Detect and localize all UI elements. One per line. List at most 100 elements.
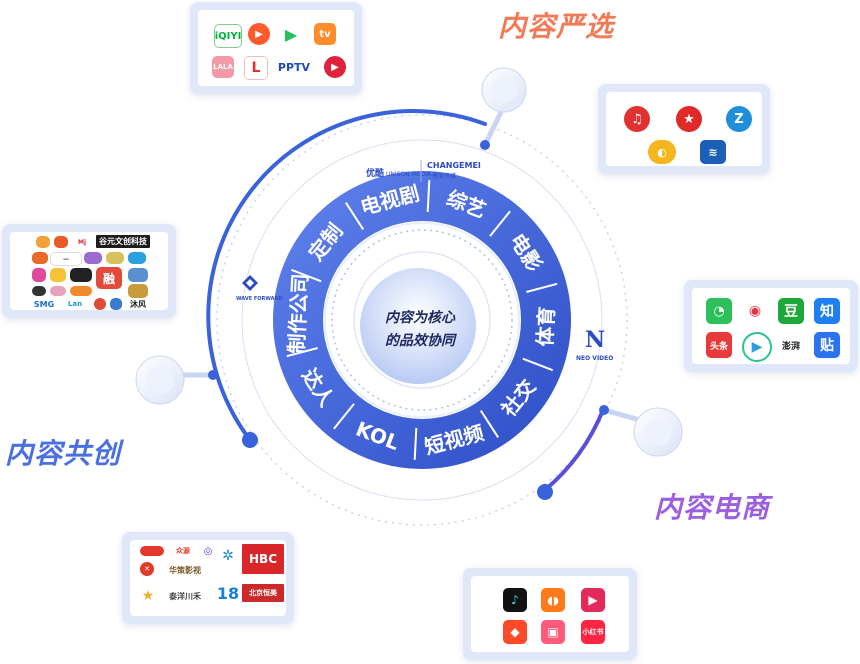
prod-logo-6: ✕ (140, 562, 154, 576)
card-studios: Mj 谷元文创科技 — 融 SMG Lan 沐风 (2, 224, 176, 318)
studio-logo-8 (106, 252, 124, 264)
ring-segment-divider (526, 282, 558, 293)
studio-logo-6: — (50, 252, 82, 266)
ring-segment-divider (413, 427, 418, 460)
prod-logo-8: ★ (140, 588, 156, 604)
partner-neo-logo: N (585, 327, 605, 353)
card-social-platforms: ◔ ◉ 豆 知 头条 ▶ 澎湃 贴 (684, 280, 858, 372)
ring-segment-divider (522, 357, 554, 372)
zhihu-logo: 知 (814, 298, 840, 324)
lan-logo: Lan (64, 298, 86, 310)
studio-logo-3: Mj (72, 236, 92, 248)
ring-segment-divider (344, 202, 365, 230)
hengmei-logo: 北京恒美 (242, 584, 284, 602)
iqiyi-logo: iQIYI (214, 24, 242, 48)
ring-segment-divider (290, 268, 322, 283)
bilibili-logo: ▶ (742, 332, 772, 362)
outer-dotted-orbit (216, 114, 628, 526)
heading-strict-selection: 内容严选 (498, 10, 615, 43)
partner-wave-forward-logo (242, 275, 258, 291)
studio-logo-21 (94, 298, 106, 310)
letv-logo: tv (314, 23, 336, 45)
card-production-companies: 众源 ◎ ✲ HBC ✕ 华策影视 ★ 泰洋川禾 18 北京恒美 (122, 532, 294, 624)
studio-logo-22 (110, 298, 122, 310)
guyuan-logo: 谷元文创科技 (96, 235, 150, 248)
studio-logo-18 (128, 284, 148, 298)
wechat-logo: ◔ (706, 298, 732, 324)
pptv-logo: PPTV (274, 56, 314, 78)
mufeng-logo: 沐风 (126, 298, 150, 310)
studio-logo-16 (50, 286, 66, 296)
lala-logo: LALA (212, 56, 234, 78)
studio-logo-11 (50, 268, 66, 282)
heading-ecommerce: 内容电商 (654, 491, 771, 524)
heading-co-creation: 内容共创 (5, 437, 122, 470)
center-line-1: 内容为核心 (385, 309, 456, 326)
xiaohongshu-logo: 小红书 (581, 620, 605, 644)
youku-logo: ▶ (324, 56, 346, 78)
num18-logo: 18 (217, 580, 239, 606)
mango-tv-logo: ▶ (280, 23, 302, 45)
partner-unison: 优酷 (366, 167, 384, 179)
middle-orbit (241, 139, 603, 501)
le-logo: L (244, 56, 268, 80)
studio-logo-1 (36, 236, 50, 248)
studio-logo-10 (32, 268, 46, 282)
douyin-logo: ♪ (503, 588, 527, 612)
studio-logo-9 (128, 252, 146, 264)
card-video-platforms: iQIYI ▶ ▶ tv LALA L PPTV ▶ (190, 2, 362, 94)
dragon-tv-logo: ★ (676, 106, 702, 132)
jiangsu-tv-logo: ♫ (624, 106, 650, 132)
studio-logo-12 (70, 268, 92, 282)
studio-logo-17 (70, 286, 92, 296)
weibo-logo: ◉ (742, 298, 768, 324)
tencent-video-logo: ▶ (248, 23, 270, 45)
ring-segment-divider (286, 347, 318, 358)
studio-logo-15 (32, 286, 46, 296)
thepaper-logo: 澎湃 (778, 332, 804, 358)
huoshan-logo: ◆ (503, 620, 527, 644)
cctv-logo: ≋ (700, 140, 726, 164)
partner-wave-forward: WAVE FORWARD (236, 296, 283, 302)
prod-logo-4: ✲ (218, 544, 238, 568)
prod-logo-2: 众源 (168, 544, 198, 558)
card-short-video: ♪ ◖◗ ▶ ◆ ▣ 小红书 (463, 568, 637, 660)
center-line-2: 的品效协同 (385, 332, 457, 349)
inner-dotted-ring (331, 229, 513, 411)
category-ring (273, 171, 571, 469)
zhejiang-tv-logo: Z (726, 106, 752, 132)
ring-segment-divider (479, 410, 500, 438)
partner-changemei: CHANGEMEI (427, 161, 481, 170)
studio-logo-2 (54, 236, 68, 248)
miaopai-logo: ▣ (541, 620, 565, 644)
studio-logo-13: 融 (96, 267, 122, 289)
knob-right (537, 405, 683, 500)
smg-logo: SMG (32, 298, 56, 310)
inner-ring-border (324, 222, 520, 418)
center-disc (360, 268, 476, 384)
card-tv-stations: ♫ ★ Z ◐ ≋ (598, 84, 770, 174)
ring-segment-divider (426, 180, 431, 213)
toutiao-logo: 头条 (706, 332, 732, 358)
huace-logo: 华策影视 (160, 562, 210, 578)
prod-logo-3: ◎ (202, 544, 214, 558)
hunan-tv-logo: ◐ (648, 140, 676, 164)
partner-changemei-sub: 橙美传媒 (432, 172, 456, 180)
studio-logo-14 (128, 268, 148, 282)
outer-blue-arc (206, 109, 487, 442)
prod-logo-1 (140, 546, 164, 556)
taiyang-logo: 泰洋川禾 (160, 588, 210, 604)
ring-segment-label: 体育 (533, 306, 559, 347)
hbc-logo: HBC (242, 544, 284, 574)
partner-neo-video: NEO VIDEO (576, 355, 613, 362)
ring-segment-divider (333, 403, 355, 430)
douban-logo: 豆 (778, 298, 804, 324)
knob-left (135, 355, 258, 448)
kuaishou-logo: ◖◗ (541, 588, 565, 612)
knob-top (480, 67, 527, 150)
studio-logo-5 (32, 252, 48, 264)
ring-segment-label: 制作公司 (284, 273, 312, 354)
tieba-logo: 贴 (814, 332, 840, 358)
studio-logo-7 (84, 252, 102, 264)
